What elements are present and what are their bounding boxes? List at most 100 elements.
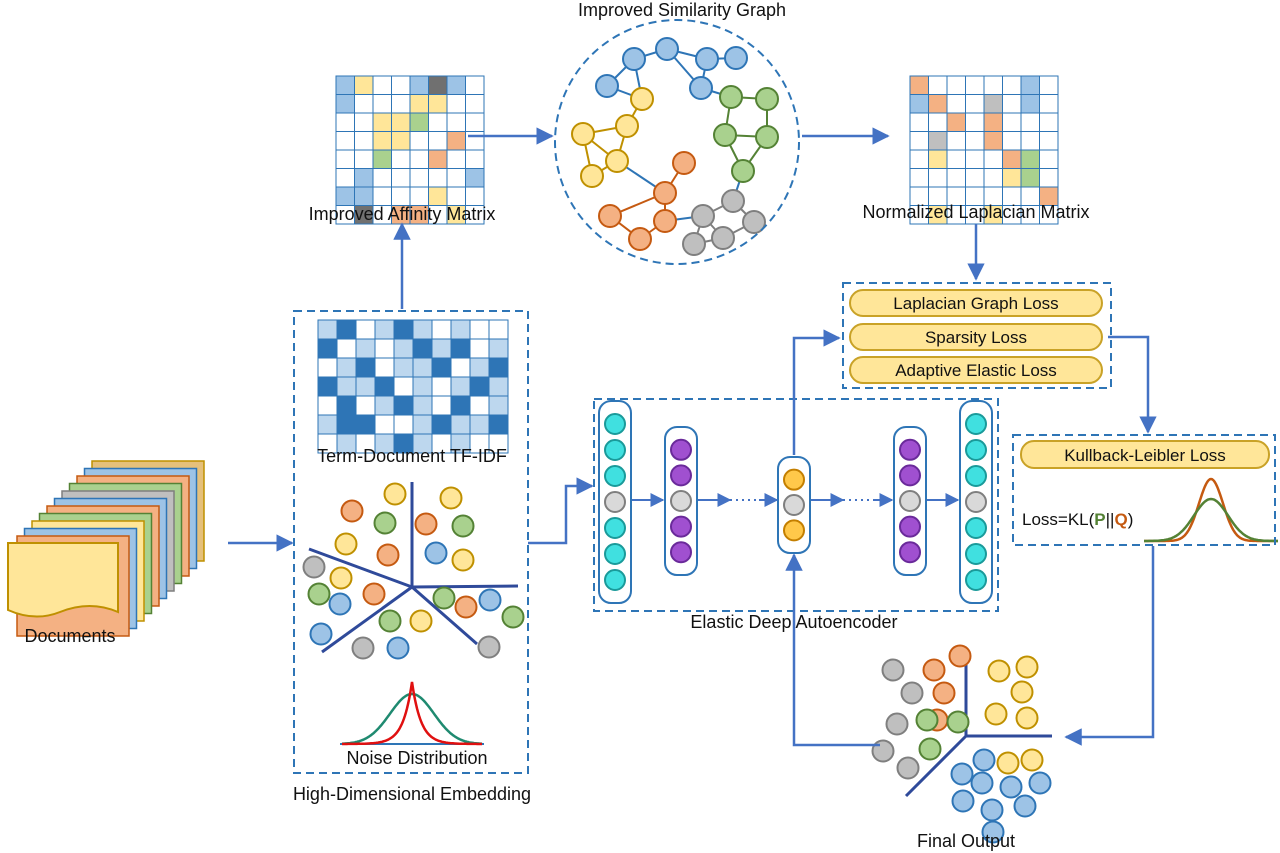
laplacian-matrix-cell	[1039, 75, 1059, 95]
tfidf-matrix-cell	[374, 414, 395, 435]
final-point	[922, 658, 946, 682]
affinity-matrix-cell	[446, 94, 466, 114]
embedding-point	[477, 635, 501, 659]
tfidf-matrix-cell	[393, 376, 414, 397]
neuron	[965, 465, 987, 487]
ellipsis-node	[670, 490, 692, 512]
affinity-matrix-cell	[446, 112, 466, 132]
graph-node	[653, 181, 677, 205]
final-point	[987, 659, 1011, 683]
laplacian-matrix-cell	[1020, 168, 1040, 188]
affinity-matrix-cell	[465, 75, 485, 95]
graph-node	[711, 226, 735, 250]
tfidf-matrix-cell	[412, 414, 433, 435]
tfidf-matrix-cell	[355, 395, 376, 416]
laplacian-matrix-cell	[909, 94, 929, 114]
neuron	[965, 569, 987, 591]
affinity-matrix-cell	[428, 94, 448, 114]
final-output-clusters	[871, 644, 1052, 844]
tfidf-matrix-cell	[336, 395, 357, 416]
tfidf-matrix-cell	[355, 319, 376, 340]
improved-similarity-graph-label: Improved Similarity Graph	[578, 0, 786, 20]
graph-node	[682, 232, 706, 256]
graph-node	[595, 74, 619, 98]
final-point	[896, 756, 920, 780]
affinity-matrix-cell	[335, 131, 355, 151]
affinity-matrix-cell	[354, 149, 374, 169]
tfidf-matrix-cell	[355, 414, 376, 435]
embedding-boundary	[321, 585, 413, 654]
graph-node	[628, 227, 652, 251]
final-point	[871, 739, 895, 763]
graph-node	[598, 204, 622, 228]
laplacian-matrix-cell	[1002, 112, 1022, 132]
laplacian-matrix-cell	[1039, 149, 1059, 169]
tfidf-matrix-cell	[374, 319, 395, 340]
neuron	[899, 464, 921, 487]
tfidf-matrix-cell	[317, 395, 338, 416]
term-document-tfidf-matrix	[317, 319, 509, 454]
neuron	[604, 517, 626, 539]
laplacian-matrix-cell	[946, 112, 966, 132]
neuron	[965, 413, 987, 435]
laplacian-matrix-cell	[946, 131, 966, 151]
embedding-point	[454, 595, 478, 619]
neuron	[670, 438, 692, 461]
affinity-matrix-cell	[372, 186, 392, 206]
tfidf-matrix-cell	[469, 395, 490, 416]
neuron	[670, 515, 692, 538]
kl-formula-prefix: Loss=KL(	[1022, 510, 1095, 529]
tfidf-matrix-cell	[450, 319, 471, 340]
graph-node	[719, 85, 743, 109]
neuron	[670, 541, 692, 564]
laplacian-matrix-cell	[983, 75, 1003, 95]
affinity-matrix-cell	[446, 75, 466, 95]
tfidf-matrix-cell	[488, 395, 509, 416]
affinity-matrix-cell	[428, 112, 448, 132]
arrow-final-output-to-bottleneck	[785, 553, 880, 747]
tfidf-matrix-cell	[317, 338, 338, 359]
affinity-matrix-cell	[409, 112, 429, 132]
adaptive-elastic-loss-label: Adaptive Elastic Loss	[895, 361, 1057, 380]
final-boundary	[904, 734, 968, 798]
laplacian-matrix-cell	[965, 94, 985, 114]
affinity-matrix-cell	[465, 149, 485, 169]
laplacian-matrix-cell	[1039, 168, 1059, 188]
tfidf-matrix-cell	[469, 357, 490, 378]
affinity-matrix-cell	[354, 186, 374, 206]
embedding-point	[307, 582, 331, 606]
tfidf-matrix-cell	[450, 414, 471, 435]
laplacian-matrix-cell	[1020, 131, 1040, 151]
embedding-point	[351, 636, 375, 660]
laplacian-matrix-cell	[965, 112, 985, 132]
embedding-point	[424, 541, 448, 565]
tfidf-matrix-cell	[393, 414, 414, 435]
neuron	[670, 464, 692, 487]
final-point	[970, 771, 994, 795]
affinity-matrix-cell	[446, 131, 466, 151]
tfidf-matrix-cell	[374, 357, 395, 378]
kullback-leibler-loss-box	[1020, 440, 1270, 469]
tfidf-matrix-cell	[355, 338, 376, 359]
affinity-matrix-cell	[372, 149, 392, 169]
tfidf-matrix-cell	[488, 319, 509, 340]
neuron	[965, 517, 987, 539]
laplacian-matrix-cell	[965, 168, 985, 188]
affinity-matrix-cell	[465, 205, 485, 225]
final-point	[981, 820, 1005, 844]
arrow-kl-to-final-output	[1064, 546, 1155, 746]
laplacian-matrix-cell	[1002, 149, 1022, 169]
final-point	[948, 644, 972, 668]
tfidf-matrix-cell	[355, 357, 376, 378]
final-point	[918, 737, 942, 761]
noise-distribution-plot	[340, 681, 484, 746]
affinity-matrix-cell	[446, 168, 466, 188]
affinity-matrix-cell	[465, 168, 485, 188]
autoencoder-panel-border	[593, 398, 999, 612]
neuron	[965, 439, 987, 461]
laplacian-matrix-cell	[983, 131, 1003, 151]
graph-node	[571, 122, 595, 146]
embedding-point	[328, 592, 352, 616]
final-point	[1015, 655, 1039, 679]
affinity-matrix-cell	[409, 168, 429, 188]
